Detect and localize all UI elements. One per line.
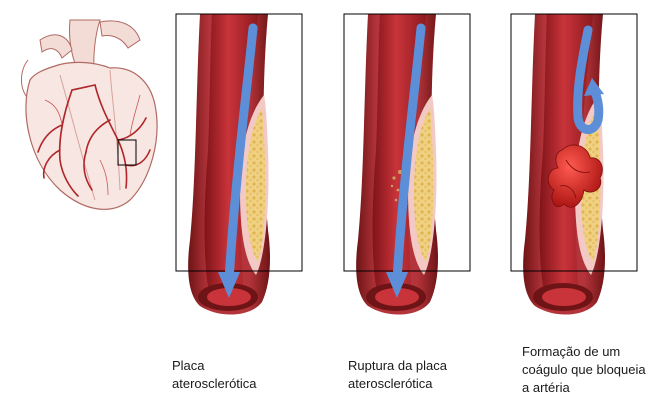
panel-2-rupture	[344, 14, 470, 315]
caption-rupture: Ruptura da placa aterosclerótica	[348, 357, 447, 393]
caption-line: Ruptura da placa	[348, 357, 447, 375]
caption-clot: Formação de um coágulo que bloqueia a ar…	[522, 343, 646, 397]
panel-3-clot	[511, 14, 637, 315]
caption-plaque: Placa aterosclerótica	[172, 357, 257, 393]
caption-line: a artéria	[522, 379, 646, 397]
caption-line: Placa	[172, 357, 257, 375]
panel-1-plaque	[176, 14, 302, 315]
caption-line: aterosclerótica	[172, 375, 257, 393]
caption-line: coágulo que bloqueia	[522, 361, 646, 379]
caption-line: aterosclerótica	[348, 375, 447, 393]
caption-line: Formação de um	[522, 343, 646, 361]
heart-illustration	[22, 20, 158, 209]
